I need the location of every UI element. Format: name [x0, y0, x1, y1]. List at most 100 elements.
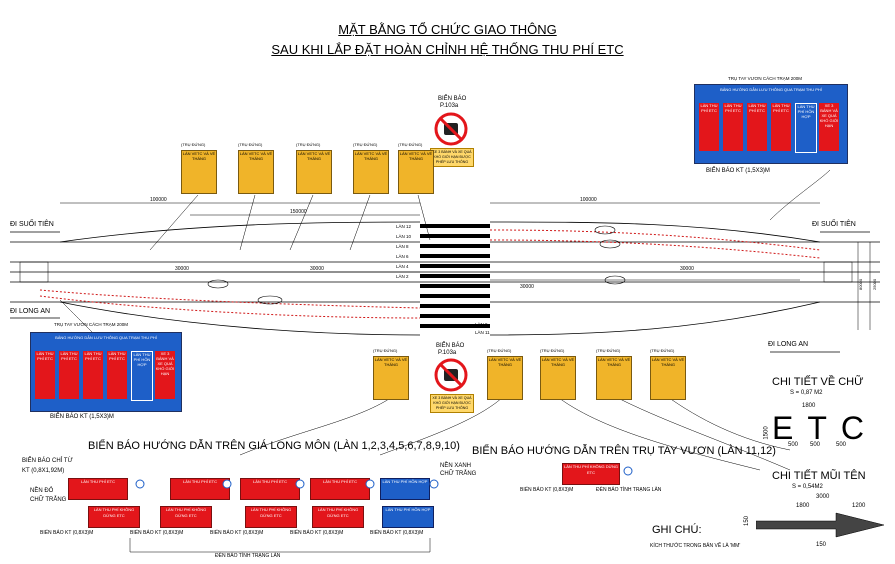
yellow-sign-text: LÀN VETC VÀ VÉ THÁNG: [354, 151, 388, 161]
dim-30000-c: 30000: [520, 284, 534, 290]
overhead-left-caption: TRỤ TAY VƯƠN CÁCH TRẠM 200M: [54, 322, 129, 327]
ellipses: [207, 225, 626, 305]
long-mon-sign-bottom: LÀN THU PHÍ KHÔNG DỪNG ETC: [88, 506, 140, 528]
detail-arrow-h150: 150: [744, 515, 751, 527]
status-lamps: [135, 479, 439, 489]
panel-cell: LÀN THU PHÍ ETC: [107, 351, 127, 399]
panel-cell: LÀN THU PHÍ ETC: [723, 103, 743, 151]
yellow-sign-header: (TRỤ ĐỨNG): [650, 348, 675, 353]
long-mon-sign-bottom: LÀN THU PHÍ HỖN HỢP: [382, 506, 434, 528]
arm-sign: LÀN THU PHÍ KHÔNG DỪNG ETC: [562, 463, 620, 485]
detail-letters: ETC: [772, 410, 878, 446]
status-lamp-label: ĐÈN BÁO TÌNH TRẠNG LÀN: [215, 553, 281, 559]
lane-label: LÀN 10: [396, 233, 412, 239]
yellow-sign-text: LÀN VETC VÀ VÉ THÁNG: [541, 357, 575, 367]
yellow-sign: LÀN VETC VÀ VÉ THÁNG: [181, 150, 217, 194]
panel-cell: LÀN THU PHÍ ETC: [747, 103, 767, 151]
lane-label: LÀN 12: [396, 223, 412, 229]
detail-text-d500: 500: [810, 442, 821, 448]
direction-long-an-right: ĐI LONG AN: [768, 341, 809, 348]
overhead-right-header: BẢNG HƯỚNG DẪN LƯU THÔNG QUA TRẠM THU PH…: [720, 87, 822, 92]
no-entry-car-icon: [434, 358, 468, 392]
panel-cell: LÀN THU PHÍ HỖN HỢP: [131, 351, 153, 401]
yellow-sign-header: (TRỤ ĐỨNG): [296, 142, 321, 147]
p103a-top-label: BIỂN BÁO: [438, 96, 467, 102]
yellow-sign: LÀN VETC VÀ VÉ THÁNG: [650, 356, 686, 400]
dim-80000: 80000: [858, 278, 863, 290]
hatches: [19, 261, 853, 283]
detail-arrow-h150: 150: [816, 542, 827, 548]
kt-top-label: BIỂN BÁO CHỈ TỪ: [22, 458, 73, 464]
green-text-label: CHỮ TRẮNG: [440, 471, 477, 477]
direction-suoi-tien-left: ĐI SUỐI TIÊN: [10, 221, 54, 228]
yellow-sign-text: LÀN VETC VÀ VÉ THÁNG: [374, 357, 408, 367]
green-bg-label: NỀN XANH: [440, 463, 472, 469]
yellow-sign: LÀN VETC VÀ VÉ THÁNG: [540, 356, 576, 400]
note-text: KÍCH THƯỚC TRONG BẢN VẼ LÀ 'MM': [650, 543, 741, 549]
yellow-sign-text: LÀN VETC VÀ VÉ THÁNG: [399, 151, 433, 161]
long-mon-sign-top: LÀN THU PHÍ ETC: [240, 478, 300, 500]
detail-arrow-w1800: 1800: [796, 503, 810, 509]
detail-arrow-w3000: 3000: [816, 494, 830, 500]
direction-suoi-tien-right: ĐI SUỐI TIÊN: [812, 221, 856, 228]
detail-text-w1800: 1800: [802, 403, 816, 409]
arrow-detail-icon: [756, 512, 885, 538]
status-lamp-icon: [623, 466, 633, 476]
yellow-sign-header: (TRỤ ĐỨNG): [487, 348, 512, 353]
dim-25000: 25000: [872, 278, 877, 290]
yellow-sign-header: (TRỤ ĐỨNG): [373, 348, 398, 353]
overhead-left-header: BẢNG HƯỚNG DẪN LƯU THÔNG QUA TRẠM THU PH…: [55, 335, 157, 340]
note-heading: GHI CHÚ:: [652, 524, 702, 536]
overhead-right-kt: BIỂN BÁO KT (1,5X3)M: [706, 168, 770, 174]
dim-30000-b: 30000: [310, 266, 324, 272]
kt-size-label: KT (0,8X1,92M): [22, 468, 65, 474]
long-mon-sign-bottom: LÀN THU PHÍ KHÔNG DỪNG ETC: [160, 506, 212, 528]
yellow-sign-header: (TRỤ ĐỨNG): [353, 142, 378, 147]
direction-long-an-left: ĐI LONG AN: [10, 308, 51, 315]
direction-arrows: [10, 231, 870, 353]
lane-label: LÀN 8: [396, 243, 409, 249]
lane-label: LÀN 4: [396, 263, 409, 269]
yellow-sign-header: (TRỤ ĐỨNG): [238, 142, 263, 147]
yellow-sign-text: LÀN VETC VÀ VÉ THÁNG: [182, 151, 216, 161]
detail-arrow-heading: CHI TIẾT MŨI TÊN: [772, 470, 866, 482]
title-line-1: MẶT BẰNG TỔ CHỨC GIAO THÔNG: [338, 22, 557, 37]
lane-label: LÀN 1: [475, 283, 488, 289]
overhead-left-kt: BIỂN BÁO KT (1,5X3)M: [50, 414, 114, 420]
p103a-top-caption: XE 3 BÁNH VÀ XE QUÁ KHỔ GIỚI HẠN ĐƯỢC PH…: [430, 148, 474, 167]
long-mon-sign-top: LÀN THU PHÍ ETC: [310, 478, 370, 500]
detail-text-d500: 500: [788, 442, 799, 448]
dim-100000-right: 100000: [580, 197, 597, 203]
yellow-sign-text: LÀN VETC VÀ VÉ THÁNG: [651, 357, 685, 367]
detail-arrow-w1200: 1200: [852, 503, 866, 509]
lane-labels: LÀN 12 LÀN 10 LÀN 8 LÀN 6 LÀN 4 LÀN 2 LÀ…: [396, 223, 490, 335]
dim-30000-a: 30000: [175, 266, 189, 272]
arm-status-label: ĐÈN BÁO TÌNH TRẠNG LÀN: [596, 487, 662, 493]
p103a-bottom-label: BIỂN BÁO: [436, 343, 465, 349]
kt-label: BIỂN BÁO KT (0,8X3)M: [40, 530, 94, 536]
panel-cell: XE 3 BÁNH VÀ XE QUÁ KHỔ GIỚI HẠN: [819, 103, 839, 151]
yellow-sign: LÀN VETC VÀ VÉ THÁNG: [487, 356, 523, 400]
long-mon-sign-bottom: LÀN THU PHÍ KHÔNG DỪNG ETC: [312, 506, 364, 528]
detail-text-area: S = 0,87 M2: [790, 390, 823, 396]
dimension-lines: [60, 202, 871, 330]
long-mon-sign-bottom: LÀN THU PHÍ KHÔNG DỪNG ETC: [245, 506, 297, 528]
p103a-bottom-code: P.103a: [438, 350, 457, 356]
long-mon-sign-top: LÀN THU PHÍ HỖN HỢP: [380, 478, 430, 500]
lane-label: LÀN 6: [396, 253, 409, 259]
yellow-sign-header: (TRỤ ĐỨNG): [181, 142, 206, 147]
yellow-sign-header: (TRỤ ĐỨNG): [398, 142, 423, 147]
detail-arrow-area: S = 0,54M2: [792, 484, 823, 490]
lane-label: LÀN 3: [475, 293, 488, 299]
panel-cell: LÀN THU PHÍ ETC: [35, 351, 55, 399]
overhead-panel-left: BẢNG HƯỚNG DẪN LƯU THÔNG QUA TRẠM THU PH…: [30, 332, 182, 412]
toll-booths: [420, 224, 490, 328]
yellow-sign-header: (TRỤ ĐỨNG): [596, 348, 621, 353]
overhead-panel-right: BẢNG HƯỚNG DẪN LƯU THÔNG QUA TRẠM THU PH…: [694, 84, 848, 164]
overhead-right-caption: TRỤ TAY VƯƠN CÁCH TRẠM 200M: [728, 76, 803, 81]
kt-label: BIỂN BÁO KT (0,8X3)M: [370, 530, 424, 536]
white-text-label: CHỮ TRẮNG: [30, 497, 67, 503]
dim-150000: 150000: [290, 209, 307, 215]
p103a-bottom-caption: XE 3 BÁNH VÀ XE QUÁ KHỔ GIỚI HẠN ĐƯỢC PH…: [430, 394, 474, 413]
kt-label: BIỂN BÁO KT (0,8X3)M: [210, 530, 264, 536]
